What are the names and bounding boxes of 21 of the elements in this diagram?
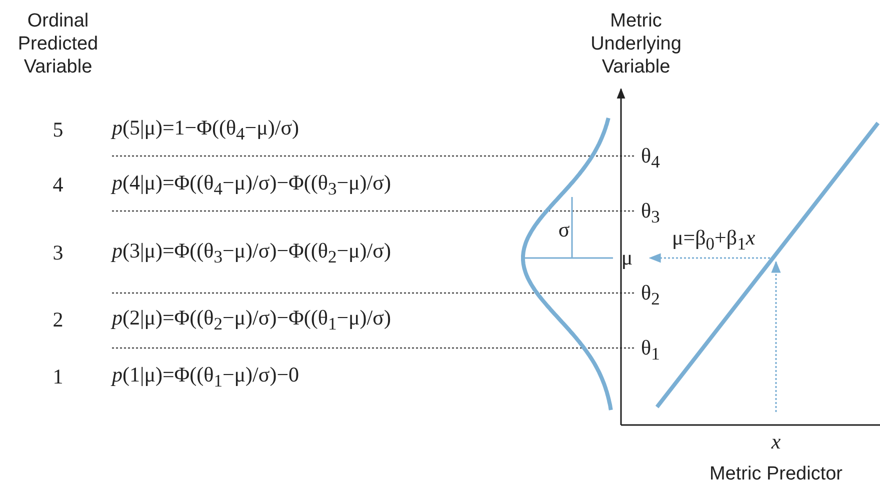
axis-variable: x <box>771 430 781 454</box>
category-number: 3 <box>52 241 64 265</box>
category-number: 1 <box>52 365 64 389</box>
mean-label: μ <box>621 246 633 270</box>
category-number: 5 <box>52 118 64 142</box>
threshold-label: θ$_{1}$ <box>641 336 660 364</box>
threshold-label: θ$_{2}$ <box>641 281 660 309</box>
probability-formula: p(3|μ)=Φ((θ$_{3}$−μ)/σ)−Φ((θ$_{2}$−μ)/σ) <box>112 239 391 267</box>
probability-formula: p(4|μ)=Φ((θ$_{4}$−μ)/σ)−Φ((θ$_{3}$−μ)/σ) <box>112 171 391 199</box>
axis-title: Metric Predictor <box>709 464 843 486</box>
probability-formula: p(5|μ)=1−Φ((θ$_{4}$−μ)/σ) <box>112 116 300 144</box>
regression-equation: μ=β$_{0}$+β$_{1}$x <box>672 226 756 254</box>
sigma-label: σ <box>558 218 570 242</box>
category-number: 4 <box>52 173 64 197</box>
probability-formula: p(1|μ)=Φ((θ$_{1}$−μ)/σ)−0 <box>112 363 300 391</box>
axis-title: Metric Underlying Variable <box>590 10 682 78</box>
axis-title: Ordinal Predicted Variable <box>16 10 100 78</box>
threshold-label: θ$_{3}$ <box>641 199 660 227</box>
probability-formula: p(2|μ)=Φ((θ$_{2}$−μ)/σ)−Φ((θ$_{1}$−μ)/σ) <box>112 306 391 334</box>
category-number: 2 <box>52 308 64 332</box>
threshold-label: θ$_{4}$ <box>641 144 660 172</box>
